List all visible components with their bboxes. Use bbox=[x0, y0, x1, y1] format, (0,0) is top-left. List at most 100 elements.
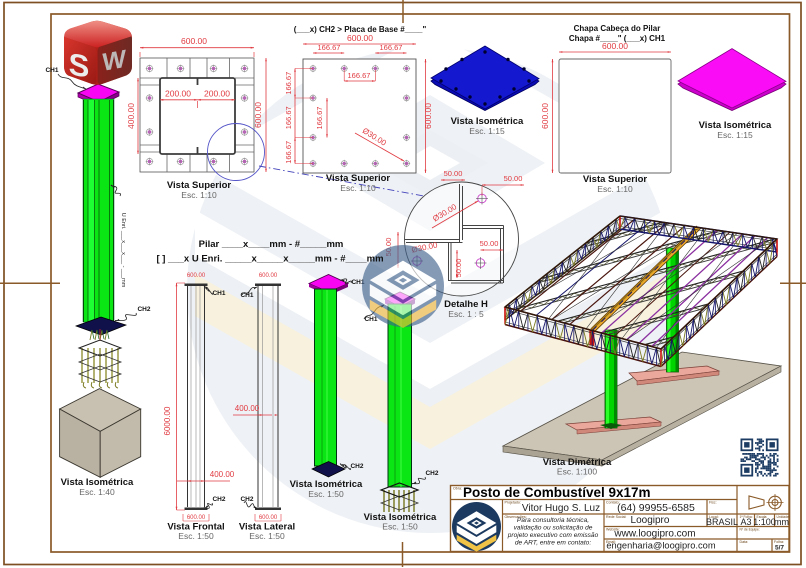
svg-text:Observações:: Observações: bbox=[505, 515, 527, 519]
svg-text:(___x) CH2 > Placa de Base #__: (___x) CH2 > Placa de Base #____" bbox=[294, 25, 427, 34]
svg-text:Vista Isométrica: Vista Isométrica bbox=[290, 479, 363, 490]
svg-text:Website:: Website: bbox=[606, 528, 620, 532]
svg-text:Data:: Data: bbox=[740, 540, 749, 544]
svg-text:[ ] ___x U Enri. _____x_____x_: [ ] ___x U Enri. _____x_____x_____mm - #… bbox=[156, 254, 383, 265]
svg-text:600.00: 600.00 bbox=[187, 515, 206, 521]
svg-text:Vista Isométrica: Vista Isométrica bbox=[451, 116, 524, 127]
svg-text:Vista Superior: Vista Superior bbox=[167, 180, 232, 191]
svg-text:166.67: 166.67 bbox=[284, 106, 293, 129]
svg-text:Chapa #____" (___x) CH1: Chapa #____" (___x) CH1 bbox=[569, 34, 666, 43]
svg-text:Vista Isométrica: Vista Isométrica bbox=[364, 512, 437, 523]
svg-text:50.00: 50.00 bbox=[480, 239, 499, 248]
svg-text:Detalhe H: Detalhe H bbox=[444, 299, 488, 310]
svg-text:engenharia@loogipro.com: engenharia@loogipro.com bbox=[606, 541, 715, 551]
svg-text:A3: A3 bbox=[740, 517, 751, 527]
svg-text:projeto executivo com emissão: projeto executivo com emissão bbox=[507, 532, 599, 539]
svg-text:mm: mm bbox=[774, 517, 789, 527]
svg-text:600.00: 600.00 bbox=[423, 103, 433, 129]
svg-text:U Enri. ___x___x___ - ___mm: U Enri. ___x___x___ - ___mm bbox=[120, 213, 126, 288]
svg-text:Esc. 1 : 5: Esc. 1 : 5 bbox=[448, 309, 484, 319]
svg-text:www.loogipro.com: www.loogipro.com bbox=[613, 529, 695, 540]
svg-text:Esc. 1:10: Esc. 1:10 bbox=[597, 184, 633, 194]
svg-text:Escala:: Escala: bbox=[757, 515, 768, 519]
svg-text:CH2: CH2 bbox=[240, 496, 253, 503]
svg-text:Esc. 1:100: Esc. 1:100 bbox=[557, 467, 597, 477]
svg-text:1:100: 1:100 bbox=[753, 517, 776, 527]
svg-text:Contato:: Contato: bbox=[606, 501, 620, 505]
svg-text:CH1: CH1 bbox=[351, 279, 364, 286]
svg-text:Rede Social:: Rede Social: bbox=[606, 515, 626, 519]
svg-text:Para consultoria técnica,: Para consultoria técnica, bbox=[517, 517, 589, 524]
svg-text:CH1: CH1 bbox=[45, 67, 58, 74]
svg-text:50.00: 50.00 bbox=[504, 174, 523, 183]
svg-text:600.00: 600.00 bbox=[602, 41, 628, 51]
svg-text:CH1: CH1 bbox=[364, 316, 377, 323]
svg-text:Esc. 1:50: Esc. 1:50 bbox=[178, 531, 214, 541]
svg-text:600.00: 600.00 bbox=[540, 103, 550, 129]
svg-text:Chapa Cabeça do Pilar: Chapa Cabeça do Pilar bbox=[574, 24, 661, 33]
svg-text:50.00: 50.00 bbox=[444, 169, 463, 178]
svg-text:Nº de Equipe:: Nº de Equipe: bbox=[740, 528, 760, 532]
svg-text:Vista Isométrica: Vista Isométrica bbox=[61, 477, 134, 488]
svg-text:166.67: 166.67 bbox=[284, 141, 293, 164]
svg-text:Esc. 1:50: Esc. 1:50 bbox=[249, 531, 285, 541]
svg-text:Vista Superior: Vista Superior bbox=[326, 173, 391, 184]
svg-text:CH2: CH2 bbox=[212, 496, 225, 503]
svg-text:200.00: 200.00 bbox=[165, 89, 191, 99]
svg-text:Local:: Local: bbox=[709, 515, 719, 519]
svg-text:BRASIL: BRASIL bbox=[706, 517, 738, 527]
svg-text:de ART, entre em contato:: de ART, entre em contato: bbox=[515, 540, 592, 547]
svg-text:Vista Isométrica: Vista Isométrica bbox=[699, 120, 772, 131]
svg-text:Esc. 1:10: Esc. 1:10 bbox=[181, 190, 217, 200]
svg-text:Vitor Hugo S. Luz: Vitor Hugo S. Luz bbox=[522, 503, 600, 514]
svg-text:Esc. 1:50: Esc. 1:50 bbox=[308, 489, 344, 499]
svg-text:600.00: 600.00 bbox=[259, 273, 278, 279]
svg-text:Projetado:: Projetado: bbox=[505, 501, 521, 505]
svg-text:Esc. 1:40: Esc. 1:40 bbox=[79, 487, 115, 497]
svg-text:Pilar ____x____mm - #_____mm: Pilar ____x____mm - #_____mm bbox=[199, 239, 344, 250]
svg-text:Unidade:: Unidade: bbox=[777, 515, 790, 519]
svg-text:Vista Superior: Vista Superior bbox=[583, 174, 648, 185]
svg-text:600.00: 600.00 bbox=[181, 36, 207, 46]
svg-text:166.67: 166.67 bbox=[348, 71, 371, 80]
svg-text:600.00: 600.00 bbox=[259, 515, 278, 521]
svg-text:600.00: 600.00 bbox=[347, 33, 373, 43]
svg-text:(64) 99955-6585: (64) 99955-6585 bbox=[617, 502, 695, 514]
svg-text:166.67: 166.67 bbox=[315, 107, 324, 130]
svg-text:6000.00: 6000.00 bbox=[163, 406, 172, 435]
svg-text:Fisc:: Fisc: bbox=[709, 501, 717, 505]
svg-text:CH2: CH2 bbox=[137, 306, 150, 313]
svg-text:5/7: 5/7 bbox=[775, 545, 784, 552]
svg-text:Esc. 1:50: Esc. 1:50 bbox=[382, 522, 418, 532]
svg-text:Esc. 1:10: Esc. 1:10 bbox=[340, 183, 376, 193]
svg-text:50.00: 50.00 bbox=[384, 238, 393, 257]
svg-text:Obra:: Obra: bbox=[453, 487, 462, 491]
svg-text:166.67: 166.67 bbox=[380, 43, 403, 52]
svg-text:Vista Dimétrica: Vista Dimétrica bbox=[543, 457, 612, 468]
svg-text:Posto de Combustível 9x17m: Posto de Combustível 9x17m bbox=[463, 485, 651, 500]
svg-text:CH2: CH2 bbox=[425, 470, 438, 477]
svg-text:Esc. 1:15: Esc. 1:15 bbox=[469, 126, 505, 136]
svg-text:50.00: 50.00 bbox=[454, 259, 463, 278]
svg-text:Loogipro: Loogipro bbox=[631, 515, 670, 526]
svg-text:1ª Folha:: 1ª Folha: bbox=[740, 515, 753, 519]
svg-text:400.00: 400.00 bbox=[235, 404, 260, 413]
svg-text:Email:: Email: bbox=[606, 540, 616, 544]
svg-text:Folha:: Folha: bbox=[774, 540, 784, 544]
svg-text:400.00: 400.00 bbox=[126, 103, 136, 129]
svg-text:600.00: 600.00 bbox=[187, 273, 206, 279]
svg-text:200.00: 200.00 bbox=[204, 89, 230, 99]
svg-text:166.67: 166.67 bbox=[284, 72, 293, 95]
svg-text:CH1: CH1 bbox=[212, 290, 225, 297]
svg-text:S: S bbox=[69, 46, 90, 84]
svg-text:Vista Lateral: Vista Lateral bbox=[239, 522, 295, 533]
svg-text:Esc. 1:15: Esc. 1:15 bbox=[717, 130, 753, 140]
svg-text:400.00: 400.00 bbox=[210, 470, 235, 479]
svg-text:W: W bbox=[102, 45, 126, 77]
svg-text:CH2: CH2 bbox=[350, 463, 363, 470]
svg-text:166.67: 166.67 bbox=[318, 43, 341, 52]
svg-text:validação ou solicitação de: validação ou solicitação de bbox=[514, 525, 593, 532]
svg-text:CH1: CH1 bbox=[240, 292, 253, 299]
svg-text:Vista Frontal: Vista Frontal bbox=[167, 522, 224, 533]
svg-text:600.00: 600.00 bbox=[253, 102, 263, 128]
